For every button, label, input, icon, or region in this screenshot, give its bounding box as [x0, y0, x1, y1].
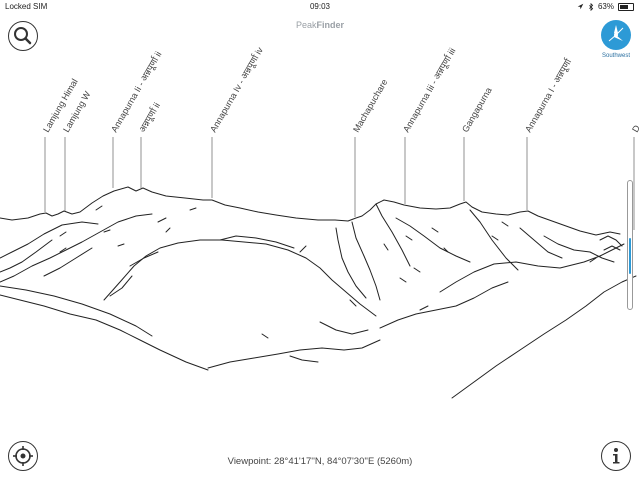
app-title-light: Peak: [295, 20, 317, 30]
battery-percent: 63%: [597, 2, 614, 11]
compass-icon: [608, 25, 624, 42]
battery-fill: [620, 4, 628, 9]
app-title: PeakFinder: [0, 20, 640, 30]
bluetooth-icon: [589, 2, 594, 11]
viewpoint-coordinates: Viewpoint: 28°41'17''N, 84°07'30''E (526…: [227, 456, 413, 467]
carrier-label: Locked SIM: [5, 2, 48, 11]
info-icon: [613, 448, 620, 464]
peak-label[interactable]: Annapurna Iii - अन्नपूर्णा iii: [400, 46, 458, 135]
compass-button[interactable]: [601, 20, 631, 50]
peak-label[interactable]: Annapurna Iv - अन्नपूर्णा iv: [207, 45, 266, 135]
peak-label[interactable]: D: [630, 123, 640, 134]
scroll-thumb[interactable]: [629, 238, 631, 274]
peak-label[interactable]: Machapuchare: [351, 77, 389, 134]
info-button[interactable]: [601, 441, 631, 471]
status-right-group: 63%: [577, 2, 634, 11]
peak-label[interactable]: Gangapurna: [460, 86, 494, 134]
app-title-bold: Finder: [316, 20, 345, 30]
peak-label[interactable]: Annapurna I - अन्नपूर्णा: [522, 56, 574, 135]
ridge-lines: [0, 186, 637, 399]
search-icon: [14, 27, 32, 45]
status-bar: Locked SIM 09:03 63%: [0, 0, 640, 14]
location-arrow-icon: [577, 3, 584, 10]
compass-direction: Southwest: [601, 53, 631, 59]
peak-label[interactable]: अन्नपूर्णा ii: [136, 100, 163, 134]
clock: 09:03: [309, 2, 331, 11]
locate-button[interactable]: [8, 441, 38, 471]
view-scrollbar[interactable]: [627, 180, 633, 310]
peak-label[interactable]: Annapurna Ii - अन्नपूर्णा ii: [108, 49, 164, 134]
crosshair-icon: [13, 446, 33, 466]
battery-icon: [618, 2, 634, 11]
search-button[interactable]: [8, 21, 38, 51]
